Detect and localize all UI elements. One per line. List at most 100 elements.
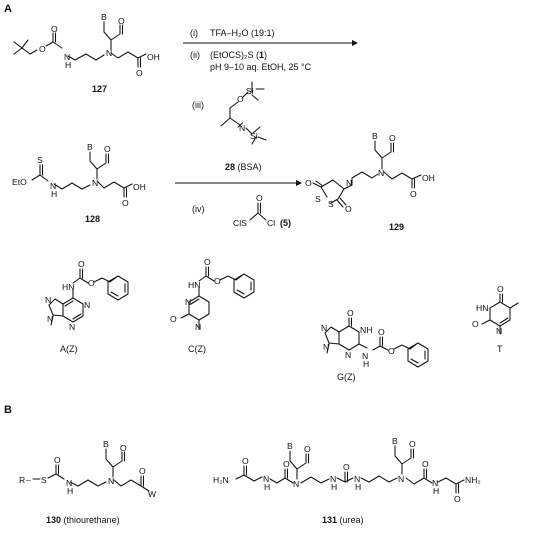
atom-B: B bbox=[287, 441, 293, 451]
atom-N: N bbox=[239, 123, 245, 133]
atom-S: S bbox=[37, 155, 43, 165]
atom-O: O bbox=[345, 204, 352, 214]
atom-H: H bbox=[264, 482, 270, 492]
base-g-label: G(Z) bbox=[337, 372, 356, 382]
atom-N: N bbox=[47, 314, 53, 324]
compound-131: H₂N O N H O N O B N H O N H N O B O N H … bbox=[213, 436, 481, 525]
panel-a-label: A bbox=[4, 3, 12, 15]
compound-131-label: 131 (urea) bbox=[322, 515, 364, 525]
atom-O: O bbox=[497, 284, 504, 294]
atom-H2N: H₂N bbox=[213, 475, 229, 485]
panel-b-label: B bbox=[4, 404, 12, 416]
atom-B: B bbox=[87, 142, 93, 152]
atom-O: O bbox=[256, 193, 263, 203]
atom-O: O bbox=[120, 443, 127, 453]
compound-128: S EtO N H N O B O OH 128 bbox=[12, 142, 146, 224]
nucleobase-guanine-z: O NH N N N N H O O G(Z) bbox=[321, 308, 429, 382]
atom-O: O bbox=[136, 68, 143, 78]
atom-O: O bbox=[389, 133, 396, 143]
atom-B: B bbox=[103, 439, 109, 449]
atom-O: O bbox=[242, 456, 249, 466]
atom-NH: NH bbox=[360, 325, 372, 335]
reaction-step-2: O Si N Si (iii) 28 (BSA) (iv) ClS O Cl (… bbox=[175, 81, 302, 228]
compound-130-label: 130 (thiourethane) bbox=[46, 515, 120, 525]
atom-O: O bbox=[343, 462, 350, 472]
atom-O: O bbox=[283, 459, 290, 469]
step-ii-ph-conditions: pH 9–10 aq. EtOH, 25 °C bbox=[210, 62, 312, 72]
atom-N: N bbox=[263, 474, 269, 484]
atom-H: H bbox=[67, 486, 73, 496]
atom-O: O bbox=[388, 346, 395, 356]
atom-O: O bbox=[118, 16, 125, 26]
atom-N: N bbox=[323, 342, 329, 352]
atom-H: H bbox=[65, 60, 71, 70]
atom-N: N bbox=[195, 322, 201, 332]
atom-S: S bbox=[328, 199, 334, 209]
atom-N: N bbox=[321, 323, 327, 333]
atom-Si: Si bbox=[250, 131, 258, 141]
atom-S: S bbox=[41, 475, 47, 485]
atom-N: N bbox=[432, 478, 438, 488]
nucleobase-cytosine-z: HN O O N O N C(Z) bbox=[170, 257, 255, 354]
atom-N: N bbox=[362, 351, 368, 361]
reaction-step-1: (i) TFA–H₂O (19:1) (ii) (EtOCS)₂S (1) pH… bbox=[183, 28, 358, 72]
step-iv-label: (iv) bbox=[192, 204, 205, 214]
atom-B: B bbox=[101, 12, 107, 22]
bond-dash: – bbox=[26, 475, 31, 485]
atom-N: N bbox=[354, 474, 360, 484]
atom-O: O bbox=[472, 319, 479, 329]
step-i-label: (i) bbox=[190, 28, 198, 38]
atom-HN: HN bbox=[62, 282, 74, 292]
atom-N: N bbox=[346, 178, 352, 188]
base-t-label: T bbox=[497, 344, 503, 354]
atom-Cl: Cl bbox=[267, 218, 275, 228]
atom-HN: HN bbox=[476, 303, 488, 313]
atom-EtO: EtO bbox=[12, 177, 27, 187]
step-ii-conditions: (EtOCS)₂S (1) bbox=[210, 50, 267, 60]
compound-128-label: 128 bbox=[85, 214, 100, 224]
compound-130: R – S O N H N O B O W 130 (thiourethane) bbox=[19, 439, 157, 525]
atom-O: O bbox=[78, 259, 85, 269]
atom-N: N bbox=[330, 474, 336, 484]
atom-O: O bbox=[214, 276, 221, 286]
atom-OH: OH bbox=[147, 52, 160, 62]
atom-N: N bbox=[92, 178, 98, 188]
atom-O: O bbox=[139, 466, 146, 476]
arrowhead-icon bbox=[352, 40, 358, 46]
atom-B: B bbox=[372, 131, 378, 141]
atom-Si: Si bbox=[246, 86, 254, 96]
atom-OH: OH bbox=[422, 173, 435, 183]
atom-O: O bbox=[170, 314, 177, 324]
atom-N: N bbox=[50, 181, 56, 191]
atom-B: B bbox=[392, 436, 398, 446]
atom-N: N bbox=[496, 326, 502, 336]
chlorocarbonylsulfenyl-chloride-ref: (5) bbox=[280, 218, 291, 228]
step-iii-label: (iii) bbox=[192, 100, 204, 110]
base-a-label: A(Z) bbox=[60, 344, 78, 354]
step-ii-label: (ii) bbox=[190, 50, 200, 60]
atom-N: N bbox=[108, 476, 114, 486]
atom-H: H bbox=[363, 359, 369, 369]
atom-O: O bbox=[347, 308, 354, 318]
atom-H: H bbox=[51, 189, 57, 199]
atom-O: O bbox=[410, 189, 417, 199]
compound-129: O S S O N N O B O OH 129 bbox=[305, 131, 435, 232]
compound-127: O O N H N O B O OH 127 bbox=[13, 12, 160, 94]
atom-N: N bbox=[345, 350, 351, 360]
atom-O: O bbox=[237, 94, 244, 104]
nucleobase-thymine: O HN O N T bbox=[472, 284, 519, 354]
atom-HN: HN bbox=[188, 280, 200, 290]
atom-N: N bbox=[69, 322, 75, 332]
atom-OH: OH bbox=[133, 182, 146, 192]
atom-W: W bbox=[148, 489, 157, 499]
atom-N: N bbox=[64, 52, 70, 62]
atom-O: O bbox=[122, 198, 129, 208]
atom-O: O bbox=[422, 459, 429, 469]
atom-H: H bbox=[355, 482, 361, 492]
atom-O: O bbox=[54, 455, 61, 465]
step-i-conditions: TFA–H₂O (19:1) bbox=[210, 28, 275, 38]
atom-H: H bbox=[331, 482, 337, 492]
atom-O: O bbox=[305, 178, 312, 188]
atom-N: N bbox=[378, 168, 384, 178]
